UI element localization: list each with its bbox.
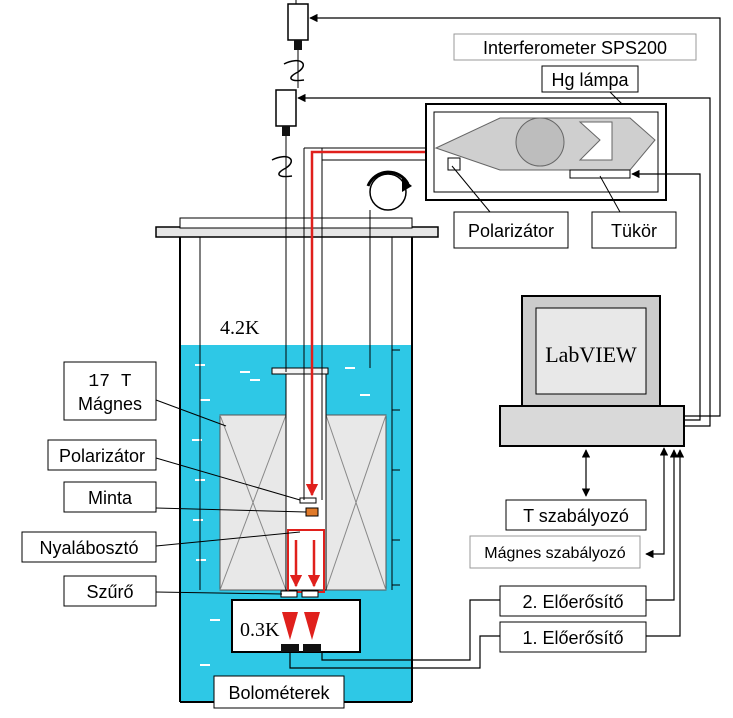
monitor-screen — [535, 307, 647, 395]
rotation-icon-2 — [271, 156, 293, 178]
mirror-label: Tükör — [611, 221, 657, 241]
cryostat-flange — [179, 217, 413, 229]
computer-base — [499, 405, 685, 447]
filter-label-box — [63, 575, 157, 607]
sample-label-box — [63, 481, 157, 513]
control-cables — [297, 13, 721, 427]
preamp-1-label: 1. Előerősítő — [522, 628, 623, 648]
beam-path — [289, 147, 430, 588]
magnet-controller-box — [469, 535, 641, 569]
temp-4-2k-label: 4.2K — [220, 317, 260, 339]
temp-0-3k-label: 0.3K — [240, 619, 280, 641]
sample-label: Minta — [88, 488, 133, 508]
bolometer-cone-1 — [282, 612, 298, 640]
bolometer-cone-2 — [304, 612, 320, 640]
polarizer-side-label: Polarizátor — [59, 446, 145, 466]
bolometer-1 — [281, 644, 299, 652]
hg-lamp-label-box — [541, 65, 639, 93]
magnet-label-line1: 17 T — [88, 372, 131, 392]
t-controller-box — [505, 499, 647, 531]
cryostat — [155, 217, 439, 703]
stepper-motor-1 — [287, 3, 309, 41]
magnet-controller-label: Mágnes szabályozó — [484, 545, 626, 562]
interferometer: Interferometer SPS200 Hg lámpa — [425, 33, 697, 201]
preamp-2-label: 2. Előerősítő — [522, 592, 623, 612]
interferometer-label: Interferometer SPS200 — [483, 38, 667, 58]
filter-2 — [301, 590, 319, 598]
magnet-label-line2: Mágnes — [78, 394, 142, 414]
magnet — [219, 414, 387, 591]
polarizer-side-box — [47, 439, 157, 471]
rotation-stage — [369, 173, 407, 211]
filter-1 — [280, 590, 298, 598]
polarizer-top-label: Polarizátor — [468, 221, 554, 241]
interferometer-label-box — [453, 33, 697, 61]
inner-polarizer — [299, 497, 317, 504]
magnet-label-box — [63, 361, 157, 421]
t-controller-label: T szabályozó — [523, 506, 629, 526]
beam-splitter-label: Nyalábosztó — [39, 538, 138, 558]
preamp-1-box — [499, 621, 647, 653]
computer: LabVIEW — [499, 295, 685, 447]
filter-label: Szűrő — [86, 582, 133, 602]
beam-splitter-label-box — [21, 531, 157, 563]
polarizer-top-box — [453, 211, 569, 249]
labview-logo-text: LabVIEW — [545, 342, 637, 367]
sample — [305, 507, 319, 517]
preamp-2-box — [499, 585, 647, 617]
bolometers-label-box — [213, 675, 345, 709]
rotation-icon-1 — [283, 60, 305, 82]
hg-lamp-label: Hg lámpa — [551, 70, 629, 90]
rotation-drive — [271, 0, 412, 372]
bolometer-2 — [303, 644, 321, 652]
bolometers-label: Bolométerek — [228, 683, 330, 703]
stepper-motor-2 — [275, 89, 297, 127]
sample-insert — [285, 371, 327, 591]
mirror-box — [591, 211, 677, 249]
